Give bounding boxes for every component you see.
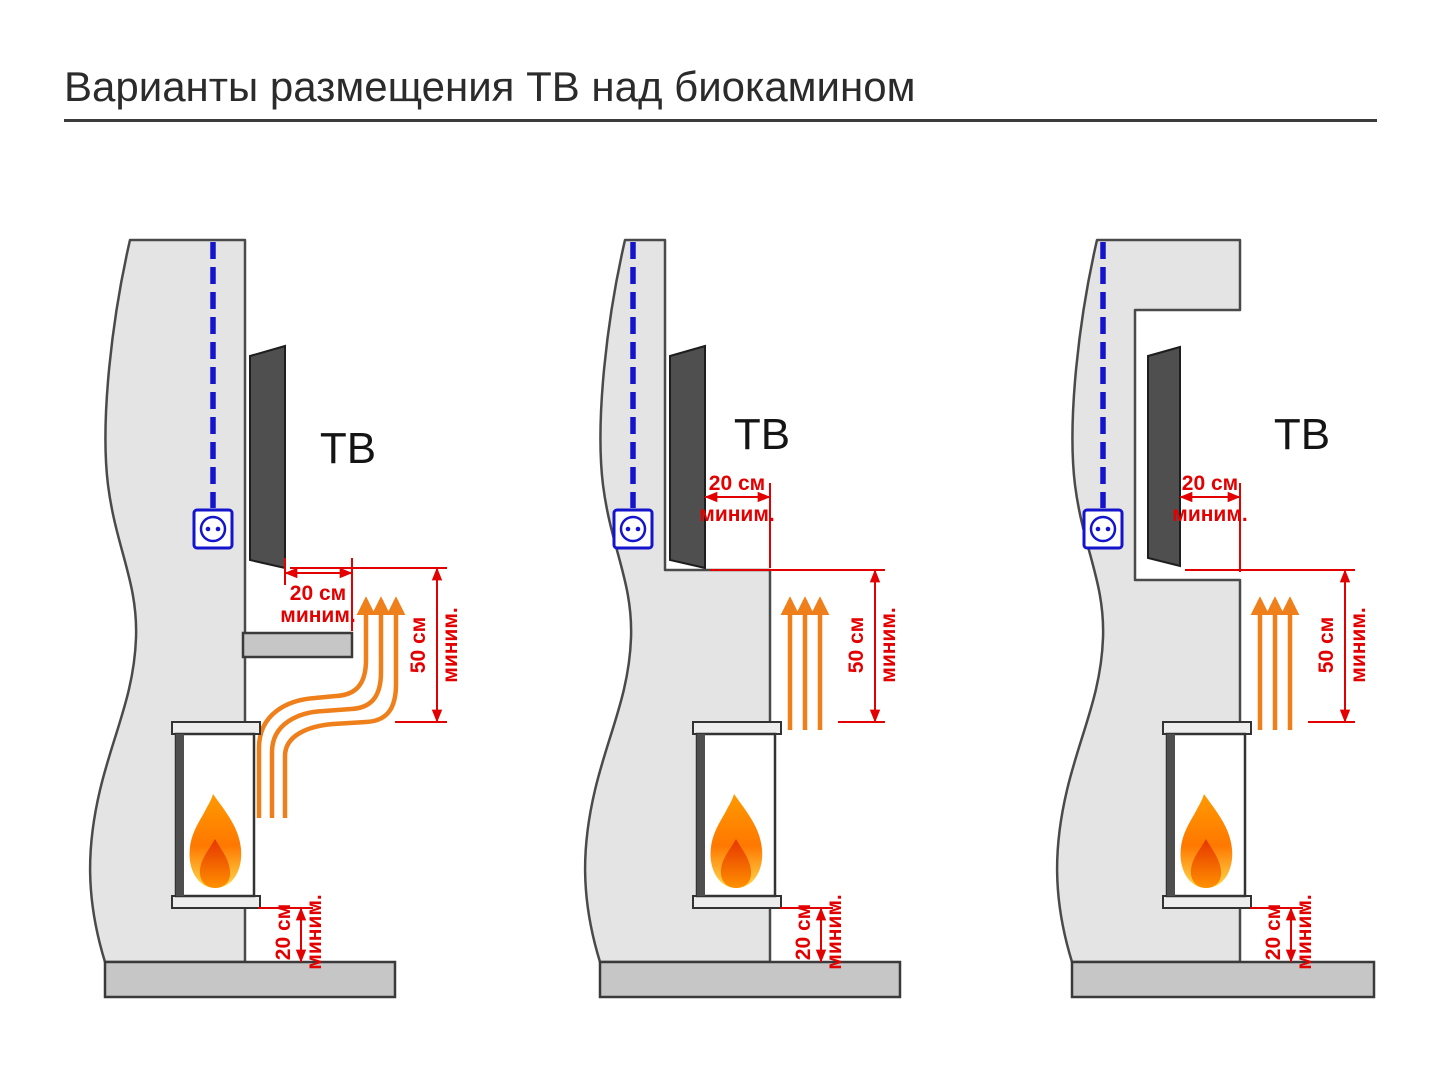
fireplace-back-panel [697, 734, 705, 896]
outlet-socket [199, 515, 227, 543]
tv-side-view [1147, 345, 1181, 568]
outlet-pin-right [1105, 526, 1111, 532]
vertical-clearance-dimension: 50 см миним. [1185, 569, 1370, 723]
fireplace-bottom-slab [1162, 895, 1252, 909]
tv-side-view [249, 344, 286, 570]
dimension-value: 20 см [792, 904, 815, 960]
fireplace-bottom-slab [692, 895, 782, 909]
page-title: Варианты размещения ТВ над биокамином [64, 66, 1377, 122]
variant-2-ledge-diagram: ТВ 20 см миним. [583, 238, 902, 999]
tv-label: ТВ [1274, 410, 1330, 459]
fireplace-top-slab [171, 721, 261, 735]
flow-arrow [256, 596, 376, 818]
floor-clearance-dimension: 20 см миним. [780, 894, 846, 970]
dimension-value: 20 см [1262, 904, 1285, 960]
dimension-qualifier: миним. [439, 607, 462, 682]
dimension-value: 20 см [1182, 472, 1238, 495]
dimension-qualifier: миним. [1172, 503, 1247, 526]
fireplace-top-slab [1162, 721, 1252, 735]
top-clearance-dimension: 20 см миним. [280, 558, 356, 631]
variant-1-shelf-diagram: ТВ 20 см миним. [88, 238, 462, 999]
floor [598, 960, 902, 999]
dimension-qualifier: миним. [1293, 894, 1316, 969]
bio-fireplace [1162, 721, 1252, 909]
hot-air-flow-arrows [1250, 596, 1300, 730]
outlet-socket [619, 515, 647, 543]
dimension-value: 50 см [845, 617, 868, 673]
tv-label: ТВ [734, 410, 790, 459]
fireplace-bottom-slab [171, 895, 261, 909]
outlet-pin-left [205, 526, 211, 532]
floor [103, 960, 397, 999]
dimension-qualifier: миним. [303, 894, 326, 969]
flow-arrow [269, 596, 391, 818]
outlet-pin-right [635, 526, 641, 532]
outlet-pin-left [625, 526, 631, 532]
floor-clearance-dimension: 20 см миним. [1250, 894, 1316, 970]
power-outlet-icon [192, 508, 234, 550]
dimension-value: 20 см [290, 582, 346, 605]
hot-air-flow-arrows [256, 596, 406, 818]
vertical-clearance-dimension: 50 см миним. [290, 567, 462, 723]
power-outlet-icon [612, 508, 654, 550]
top-clearance-dimension: 20 см миним. [699, 472, 775, 568]
tv-side-view [669, 344, 706, 570]
fireplace-back-panel [176, 734, 184, 896]
bio-fireplace [171, 721, 261, 909]
dimension-value: 50 см [407, 617, 430, 673]
dimension-value: 20 см [709, 472, 765, 495]
dimension-qualifier: миним. [877, 607, 900, 682]
tv-label: ТВ [320, 424, 376, 473]
dimension-qualifier: миним. [1347, 607, 1370, 682]
dimension-value: 50 см [1315, 617, 1338, 673]
dimension-value: 20 см [272, 904, 295, 960]
power-outlet-icon [1082, 508, 1124, 550]
flow-arrow [282, 596, 406, 818]
air-deflector-shelf [241, 631, 354, 659]
bio-fireplace [692, 721, 782, 909]
outlet-pin-right [215, 526, 221, 532]
hot-air-flow-arrows [780, 596, 830, 730]
variant-3-niche-diagram: ТВ 20 см миним. [1055, 238, 1376, 999]
top-clearance-dimension: 20 см миним. [1172, 472, 1248, 572]
outlet-pin-left [1095, 526, 1101, 532]
floor [1070, 960, 1376, 999]
floor-clearance-dimension: 20 см миним. [258, 894, 326, 970]
dimension-qualifier: миним. [823, 894, 846, 969]
vertical-clearance-dimension: 50 см миним. [710, 569, 900, 723]
dimension-qualifier: миним. [699, 503, 774, 526]
fireplace-top-slab [692, 721, 782, 735]
dimension-qualifier: миним. [280, 604, 355, 627]
outlet-socket [1089, 515, 1117, 543]
fireplace-back-panel [1167, 734, 1175, 896]
